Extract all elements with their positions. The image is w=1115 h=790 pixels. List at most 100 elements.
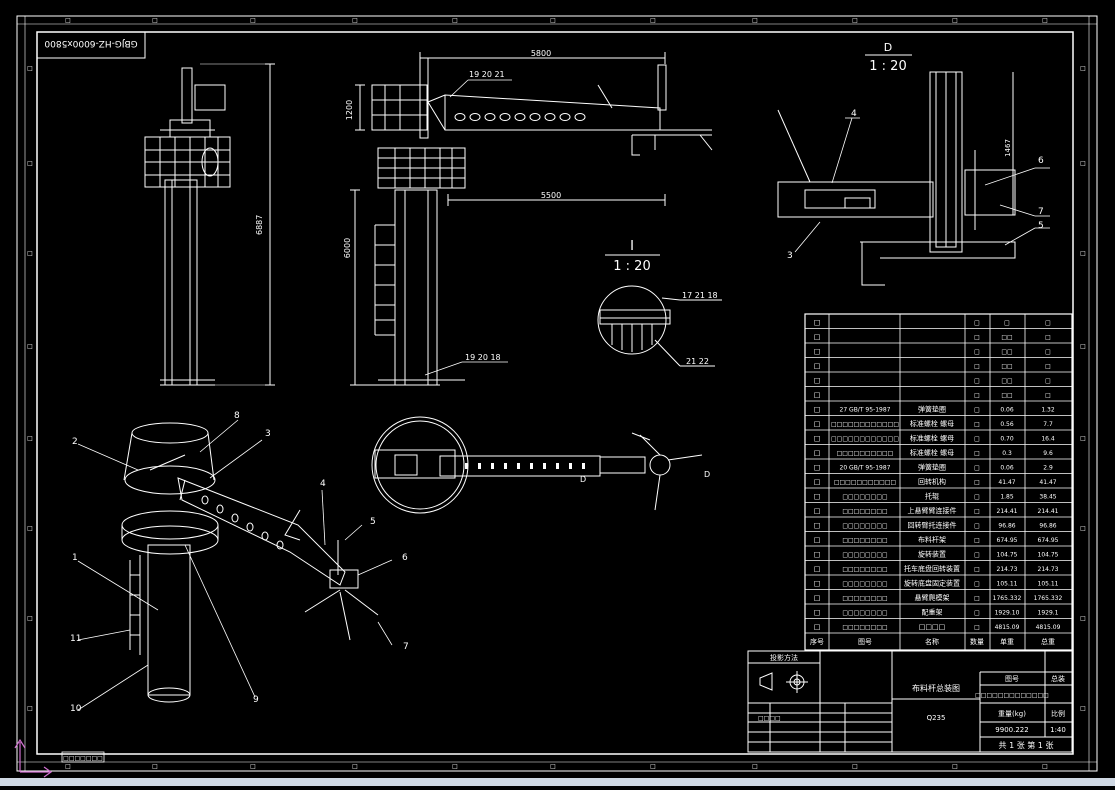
- dim-6887: 6887: [255, 215, 264, 235]
- isometric-view: [121, 422, 379, 703]
- title-projection-label: 投影方法: [770, 653, 798, 662]
- zone-mark-bottom: □: [752, 763, 758, 770]
- bom-cell: □□□□□□□□□□□□: [831, 421, 899, 428]
- bom-qty: □: [974, 377, 980, 384]
- title-mark-value: 总装: [1051, 674, 1065, 683]
- bom-cell: □: [814, 521, 821, 529]
- bom-cell: □: [814, 318, 821, 326]
- plan-hole: [543, 463, 546, 469]
- bom-qty: □: [974, 392, 980, 399]
- bom-qty: □: [974, 479, 980, 486]
- inner-border: [36, 31, 1074, 755]
- zone-mark-top: □: [650, 17, 656, 24]
- zone-mark-bottom: □: [650, 763, 656, 770]
- bom-cell: 16.4: [1041, 435, 1055, 442]
- callout-3-detail: 3: [787, 251, 793, 261]
- bom-cell: □: [814, 449, 821, 457]
- bom-cell: 0.56: [1000, 421, 1014, 428]
- title-scale: 1:40: [1050, 726, 1066, 734]
- boom-hole: [484, 113, 496, 121]
- bom-cell: 674.95: [997, 537, 1018, 544]
- bom-cell: □: [814, 608, 821, 616]
- bom-cell: □□□□□□□□: [842, 508, 887, 515]
- bom-header: 序号图号名称数量单重总重: [810, 637, 1055, 646]
- bom-header-cell: 数量: [970, 637, 984, 646]
- iso-callout-3: 3: [265, 429, 271, 439]
- bom-cell: □: [814, 579, 821, 587]
- outer-border: [16, 15, 1098, 772]
- callout-7-detail: 7: [1038, 207, 1044, 217]
- bom-cell: 38.45: [1039, 493, 1056, 500]
- dim-5800: 5800: [531, 49, 551, 58]
- zone-mark-right: □: [1080, 435, 1086, 442]
- bom-cell: □: [814, 507, 821, 515]
- zone-mark-top: □: [452, 17, 458, 24]
- title-rev-code: □□□□: [758, 715, 781, 722]
- iso-hole: [216, 504, 224, 514]
- title-weight: 9900.222: [995, 726, 1028, 734]
- bom-cell: □: [814, 550, 821, 558]
- bom-cell: 0.70: [1000, 435, 1014, 442]
- bom-qty: □: [974, 464, 980, 471]
- zone-mark-top: □: [550, 17, 556, 24]
- boom-holes: [454, 113, 586, 121]
- iso-callout-1: 1: [72, 553, 78, 563]
- iso-callout-4: 4: [320, 479, 326, 489]
- bom-cell: 1929.10: [995, 609, 1020, 616]
- bom-cell: □□: [1001, 334, 1012, 341]
- bom-cell: □: [814, 376, 821, 384]
- bom-cell: □: [1045, 392, 1051, 399]
- bom-header-cell: 总重: [1041, 637, 1055, 646]
- bom-rows: □□□□□□□□□□□□□□□□□□□□□□□□□□□□□□27 GB/T 95…: [805, 318, 1072, 634]
- title-material: Q235: [927, 714, 946, 722]
- bom-cell: 214.41: [1038, 508, 1059, 515]
- bom-cell: 96.86: [998, 522, 1015, 529]
- iso-callout-7: 7: [403, 642, 409, 652]
- zone-mark-right: □: [1080, 615, 1086, 622]
- bom-cell: 41.47: [1039, 479, 1056, 486]
- bom-cell: 0.06: [1000, 406, 1014, 413]
- bom-qty: □: [974, 493, 980, 500]
- zone-mark-right: □: [1080, 343, 1086, 350]
- bom-cell: □□□□□□□□: [842, 522, 887, 529]
- bom-cell: 7.7: [1043, 421, 1053, 428]
- bom-cell: □: [814, 333, 821, 341]
- leader-lines-front: [424, 79, 512, 376]
- bom-cell: □□□□□□□□: [842, 493, 887, 500]
- bom-cell: □□□□□□□□: [842, 580, 887, 587]
- bom-cell: 2.9: [1043, 464, 1053, 471]
- leader-lines-detail-d: [794, 117, 1050, 253]
- status-strip: [0, 778, 1115, 786]
- iso-hole: [261, 531, 269, 541]
- bom-header-cell: 名称: [925, 637, 939, 646]
- iso-holes: [201, 495, 284, 550]
- bom-cell: 41.47: [998, 479, 1015, 486]
- callout-4-detail: 4: [851, 109, 857, 119]
- zone-mark-right: □: [1080, 160, 1086, 167]
- bom-qty: □: [974, 363, 980, 370]
- bom-cell: □□: [1001, 348, 1012, 355]
- bom-cell: 1.32: [1041, 406, 1055, 413]
- bom-cell: □: [814, 463, 821, 471]
- bom-cell: □□□□: [919, 623, 945, 631]
- bom-qty: □: [974, 435, 980, 442]
- zone-mark-left: □: [27, 525, 33, 532]
- bom-cell: □: [814, 420, 821, 428]
- zone-mark-bottom: □: [550, 763, 556, 770]
- bom-cell: □□□□□□□□: [842, 566, 887, 573]
- bom-qty: □: [974, 508, 980, 515]
- iso-callout-11: 11: [70, 634, 81, 644]
- bom-qty: □: [974, 334, 980, 341]
- bom-cell: 96.86: [1039, 522, 1056, 529]
- bom-cell: 214.41: [997, 508, 1018, 515]
- iso-hole: [276, 540, 284, 550]
- bom-cell: □: [814, 594, 821, 602]
- bom-cell: □□□□□□□□: [842, 624, 887, 631]
- bom-cell: □: [1045, 334, 1051, 341]
- plan-hole: [504, 463, 507, 469]
- bom-cell: □: [1045, 377, 1051, 384]
- plan-hole: [517, 463, 520, 469]
- detail-i-scale: 1 : 20: [613, 259, 650, 274]
- zone-mark-bottom: □: [1042, 763, 1048, 770]
